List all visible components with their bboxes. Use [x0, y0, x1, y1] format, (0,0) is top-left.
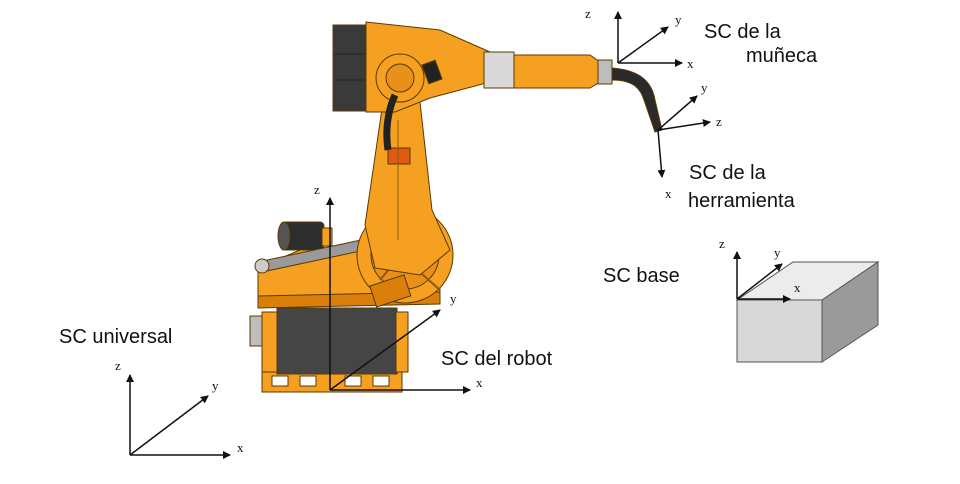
tool-axis-z: z [716, 114, 722, 129]
universal-axis-y: y [212, 378, 219, 393]
tool-cs-label-line1: SC de la [689, 162, 766, 184]
tool-axis-x: x [665, 186, 672, 201]
robot-axis-y: y [450, 291, 457, 306]
base-axis-x: x [794, 280, 801, 295]
robot-forearm [483, 51, 613, 89]
wrist-axis-y: y [675, 12, 682, 27]
base-axis-z: z [719, 236, 725, 251]
workpiece-cube [735, 261, 880, 363]
wrist-cs-label-line2: muñeca [746, 45, 818, 67]
base-cs-label: SC base [603, 265, 680, 287]
robot-axis-x: x [476, 375, 483, 390]
universal-cs-label: SC universal [59, 326, 173, 348]
universal-axis-x: x [237, 440, 244, 455]
wrist-coordinate-system [614, 11, 683, 67]
robot-counterbalance [254, 221, 385, 274]
wrist-axis-x: x [687, 56, 694, 71]
tool-cs-label-line2: herramienta [688, 190, 795, 212]
base-coordinate-system [733, 251, 791, 303]
robot-coordinate-system [326, 197, 471, 394]
cube-front-face [736, 299, 823, 363]
wrist-axis-z: z [585, 6, 591, 21]
robot-upper-arm [332, 21, 491, 151]
universal-axis-z: z [115, 358, 121, 373]
universal-coordinate-system [126, 374, 231, 459]
tool-coordinate-system [657, 95, 711, 178]
tool-axis-y: y [701, 80, 708, 95]
industrial-robot [249, 21, 663, 393]
robot-axis-z: z [314, 182, 320, 197]
robot-tool [611, 67, 663, 133]
robot-lower-arm [364, 101, 451, 276]
robot-cs-label: SC del robot [441, 348, 553, 370]
base-axis-y: y [774, 245, 781, 260]
robot-base-frame [249, 307, 409, 393]
wrist-cs-label-line1: SC de la [704, 21, 781, 43]
